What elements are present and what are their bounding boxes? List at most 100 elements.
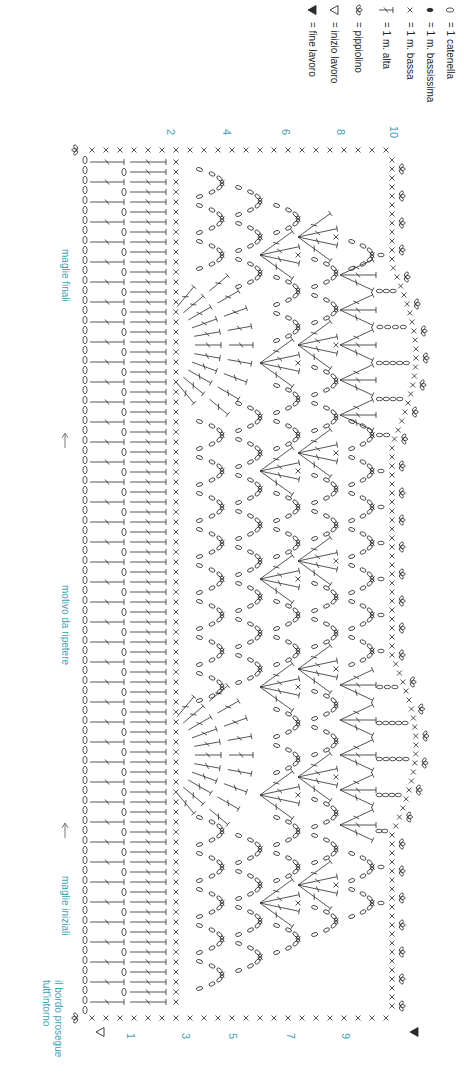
- treble-stitch: [90, 699, 124, 705]
- chain-stitch: [399, 952, 405, 958]
- chain-stitch: [399, 844, 405, 850]
- single-crochet: [370, 505, 375, 510]
- single-crochet: [411, 716, 416, 721]
- single-crochet: [390, 869, 395, 874]
- chain-stitch: [208, 477, 215, 483]
- chain-stitch: [83, 486, 87, 493]
- single-crochet: [370, 433, 375, 438]
- chain-stitch: [400, 222, 405, 225]
- single-crochet: [390, 221, 395, 226]
- chain-stitch: [196, 599, 203, 604]
- treble-stitch: [90, 959, 124, 965]
- chain-stitch: [122, 488, 126, 495]
- treble-stitch: [130, 219, 166, 225]
- legend-entry: = fine lavoro: [307, 22, 319, 77]
- chain-stitch: [235, 896, 242, 901]
- chain-stitch: [359, 459, 366, 465]
- single-crochet: [174, 610, 179, 615]
- treble-stitch: [340, 380, 374, 398]
- single-crochet: [397, 671, 402, 676]
- treble-stitch: [90, 559, 124, 565]
- chain-stitch: [122, 328, 126, 335]
- single-crochet: [174, 770, 179, 775]
- single-crochet: [104, 1016, 109, 1021]
- single-crochet: [410, 320, 415, 325]
- legend-entry: = pippiolino: [353, 22, 365, 73]
- chain-stitch: [285, 927, 292, 933]
- single-crochet: [174, 720, 179, 725]
- row-number: 6: [279, 129, 292, 135]
- chain-stitch: [83, 856, 87, 863]
- chain-stitch: [359, 495, 366, 501]
- single-crochet: [406, 401, 411, 406]
- treble-stitch: [340, 292, 374, 310]
- treble-stitch: [90, 259, 124, 265]
- chain-stitch: [404, 277, 410, 283]
- chain-stitch: [359, 477, 366, 483]
- treble-stitch: [260, 903, 300, 914]
- chain-stitch: [83, 506, 87, 513]
- treble-stitch: [192, 772, 217, 784]
- chain-stitch: [83, 636, 87, 643]
- single-crochet: [390, 536, 395, 541]
- single-crochet: [390, 473, 395, 478]
- treble-stitch: [130, 309, 166, 315]
- chain-stitch: [83, 216, 87, 223]
- chain-stitch: [247, 675, 254, 681]
- single-crochet: [258, 451, 263, 456]
- chain-stitch: [83, 186, 87, 193]
- treble-stitch: [379, 7, 393, 13]
- chain-stitch: [196, 419, 203, 424]
- chain-stitch: [348, 563, 355, 568]
- single-crochet: [334, 559, 339, 564]
- single-crochet: [413, 347, 418, 352]
- chain-stitch: [400, 195, 405, 198]
- chain-stitch: [273, 554, 280, 559]
- single-crochet: [296, 937, 301, 942]
- single-crochet: [174, 920, 179, 925]
- treble-stitch: [90, 919, 124, 925]
- single-crochet: [174, 670, 179, 675]
- chain-stitch: [196, 986, 203, 991]
- legend-symbols: [308, 4, 454, 15]
- chain-stitch: [323, 261, 330, 267]
- chain-stitch: [83, 706, 87, 713]
- single-crochet: [174, 680, 179, 685]
- single-crochet: [314, 1016, 319, 1021]
- single-crochet: [174, 500, 179, 505]
- chain-stitch: [273, 527, 280, 532]
- treble-stitch: [130, 529, 166, 535]
- treble-stitch: [130, 289, 166, 295]
- chain-stitch: [83, 966, 87, 973]
- section-label: maglie iniziali: [60, 876, 72, 935]
- chain-stitch: [83, 936, 87, 943]
- single-crochet: [174, 200, 179, 205]
- chain-stitch: [247, 963, 254, 969]
- single-crochet: [390, 851, 395, 856]
- treble-stitch: [90, 719, 124, 725]
- single-crochet: [390, 995, 395, 1000]
- chain-stitch: [399, 973, 405, 979]
- chain-stitch: [415, 784, 421, 790]
- treble-stitch: [90, 459, 124, 465]
- chain-stitch: [348, 518, 355, 523]
- chain-stitch: [400, 465, 405, 468]
- single-crochet: [296, 793, 301, 798]
- chain-stitch: [285, 711, 292, 717]
- chain-stitch: [400, 325, 406, 329]
- chain-stitch: [83, 976, 87, 983]
- chain-stitch: [323, 297, 330, 303]
- chain-stitch: [83, 816, 87, 823]
- single-crochet: [334, 667, 339, 672]
- single-crochet: [258, 235, 263, 240]
- chain-stitch: [208, 855, 215, 861]
- chain-stitch: [122, 788, 126, 795]
- single-crochet: [334, 595, 339, 600]
- single-crochet: [390, 230, 395, 235]
- single-crochet: [390, 581, 395, 586]
- single-crochet: [408, 8, 413, 13]
- treble-stitch: [340, 825, 374, 843]
- single-crochet: [258, 955, 263, 960]
- chain-stitch: [235, 905, 242, 910]
- single-crochet: [390, 968, 395, 973]
